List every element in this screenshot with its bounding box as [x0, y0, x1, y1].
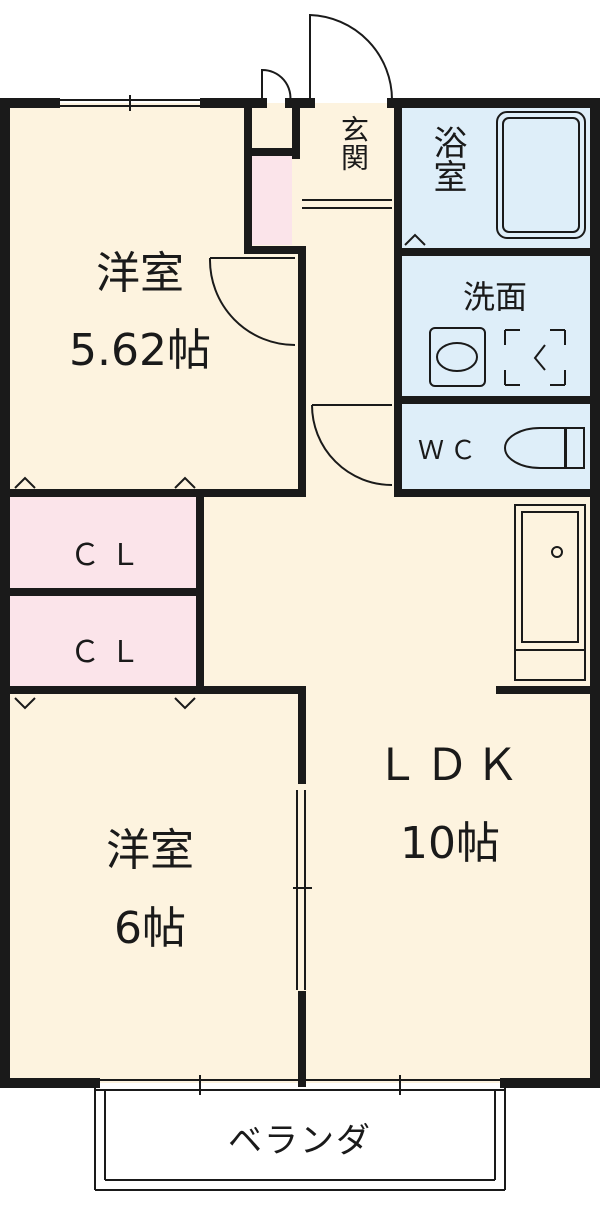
hallway-floor [302, 103, 398, 493]
western-room-upper-size: 5.62帖 [69, 325, 211, 376]
closet-upper-label: ＣＬ [70, 538, 150, 573]
entrance-label: 玄関 [337, 115, 370, 171]
ldk-size: 10帖 [400, 818, 500, 869]
western-room-upper-name: 洋室 [96, 248, 184, 299]
closet-lower-floor [10, 595, 200, 690]
walls [0, 98, 600, 1088]
bath-floor [398, 103, 590, 250]
western-room-lower-size: 6帖 [114, 903, 186, 954]
toilet-floor [398, 402, 590, 493]
ldk-name: ＬＤＫ [375, 740, 525, 791]
closet-upper-floor [10, 493, 200, 588]
toilet-label: ＷＣ [417, 436, 482, 466]
veranda-label: ベランダ [228, 1121, 372, 1161]
bath-label: 浴室 [427, 125, 467, 193]
fixtures [14, 13, 586, 1191]
washroom-label: 洗面 [462, 278, 527, 316]
small-closet-floor [252, 155, 292, 245]
closet-lower-label: ＣＬ [70, 635, 150, 670]
western-room-lower-name: 洋室 [106, 825, 194, 876]
western-room-lower-floor [10, 690, 302, 1083]
